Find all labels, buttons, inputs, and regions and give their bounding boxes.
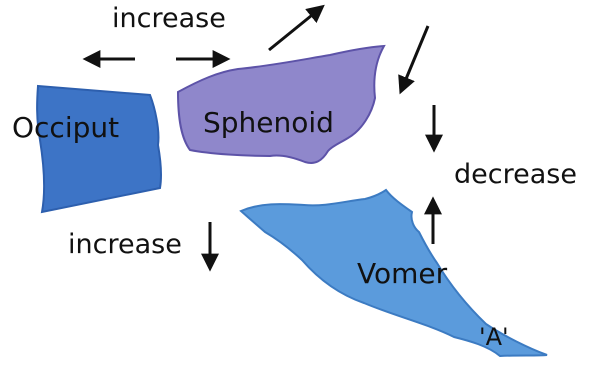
arrow-up-right-icon — [269, 7, 322, 50]
decrease-label: decrease — [454, 161, 577, 188]
increase-label-top: increase — [112, 5, 226, 32]
point-a-label: 'A' — [479, 325, 509, 349]
vomer-label: Vomer — [357, 260, 447, 288]
occiput-shape — [37, 86, 161, 212]
occiput-label: Occiput — [12, 114, 119, 142]
sphenoid-shape — [178, 46, 384, 163]
arrow-down-left-icon — [401, 26, 428, 91]
sphenoid-label: Sphenoid — [203, 109, 334, 137]
increase-label-bottom: increase — [68, 231, 182, 258]
